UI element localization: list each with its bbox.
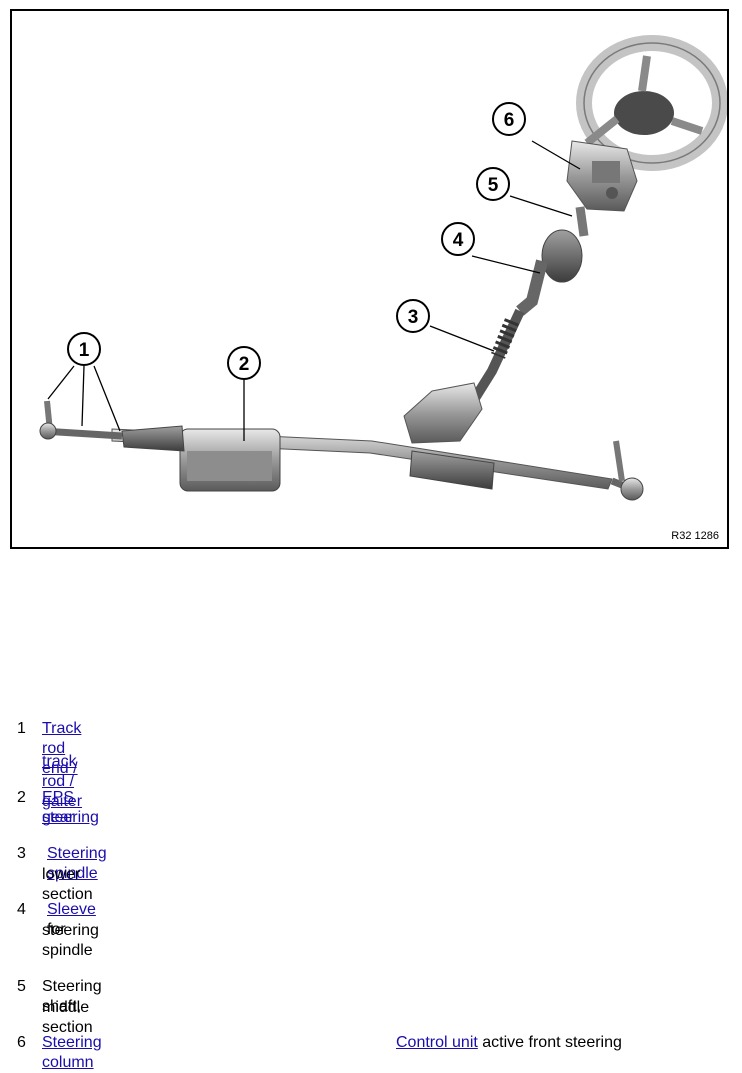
steering-gear-shape bbox=[111, 425, 613, 492]
spindle-lower-shape bbox=[467, 308, 525, 406]
legend-number: 6 bbox=[17, 1034, 26, 1051]
steering-column-link[interactable]: Steering column bbox=[42, 1034, 102, 1071]
track-rod-end-shape bbox=[39, 400, 644, 501]
pinion-housing-shape bbox=[403, 382, 483, 444]
steering-system-illustration: 6 5 4 3 2 1 bbox=[39, 35, 727, 501]
sleeve-shape bbox=[516, 229, 583, 316]
track-rod-end-link[interactable]: Track rod end / bbox=[42, 720, 82, 777]
svg-text:1: 1 bbox=[79, 340, 90, 361]
eps-steering-gear-link-cont[interactable]: gear bbox=[42, 809, 75, 826]
steering-spindle-link[interactable]: Steering spindle bbox=[47, 845, 107, 882]
legend-text: lower section bbox=[42, 866, 93, 903]
svg-text:2: 2 bbox=[239, 354, 250, 375]
sleeve-link[interactable]: Sleeve bbox=[47, 901, 96, 918]
callout-leaders bbox=[47, 140, 581, 441]
legend-text: Steering shaft, bbox=[42, 978, 102, 1015]
steering-wheel bbox=[576, 35, 727, 171]
svg-text:3: 3 bbox=[408, 307, 419, 328]
figure-code: R32 1286 bbox=[671, 530, 719, 542]
control-unit-text: active front steering bbox=[477, 1034, 622, 1051]
legend-text: steering spindle bbox=[42, 922, 99, 959]
legend-number: 5 bbox=[17, 978, 26, 995]
legend-number: 1 bbox=[17, 720, 26, 737]
legend-number: 4 bbox=[17, 901, 26, 918]
control-unit-item: Control unit active front steering bbox=[396, 1033, 622, 1053]
callout-5: 5 bbox=[476, 167, 510, 201]
eps-steering-gear-link[interactable]: EPS steering bbox=[42, 789, 99, 826]
callout-3: 3 bbox=[396, 299, 430, 333]
svg-text:5: 5 bbox=[488, 175, 499, 196]
callout-6: 6 bbox=[492, 102, 526, 136]
svg-text:4: 4 bbox=[453, 230, 464, 251]
track-rod-gaiter-link[interactable]: track rod / gaiter bbox=[42, 753, 83, 810]
callout-2: 2 bbox=[227, 346, 261, 380]
legend-number: 3 bbox=[17, 845, 26, 862]
figure-frame: 6 5 4 3 2 1 R32 1286 bbox=[10, 9, 729, 549]
legend-number: 2 bbox=[17, 789, 26, 806]
legend-text: for bbox=[47, 921, 66, 938]
control-unit-link[interactable]: Control unit bbox=[396, 1034, 478, 1051]
svg-text:6: 6 bbox=[504, 110, 515, 131]
shaft-middle-shape bbox=[575, 206, 589, 237]
callout-4: 4 bbox=[441, 222, 475, 256]
legend-text: middle section bbox=[42, 999, 93, 1036]
callout-1: 1 bbox=[67, 332, 101, 366]
steering-column-shape bbox=[566, 140, 638, 212]
